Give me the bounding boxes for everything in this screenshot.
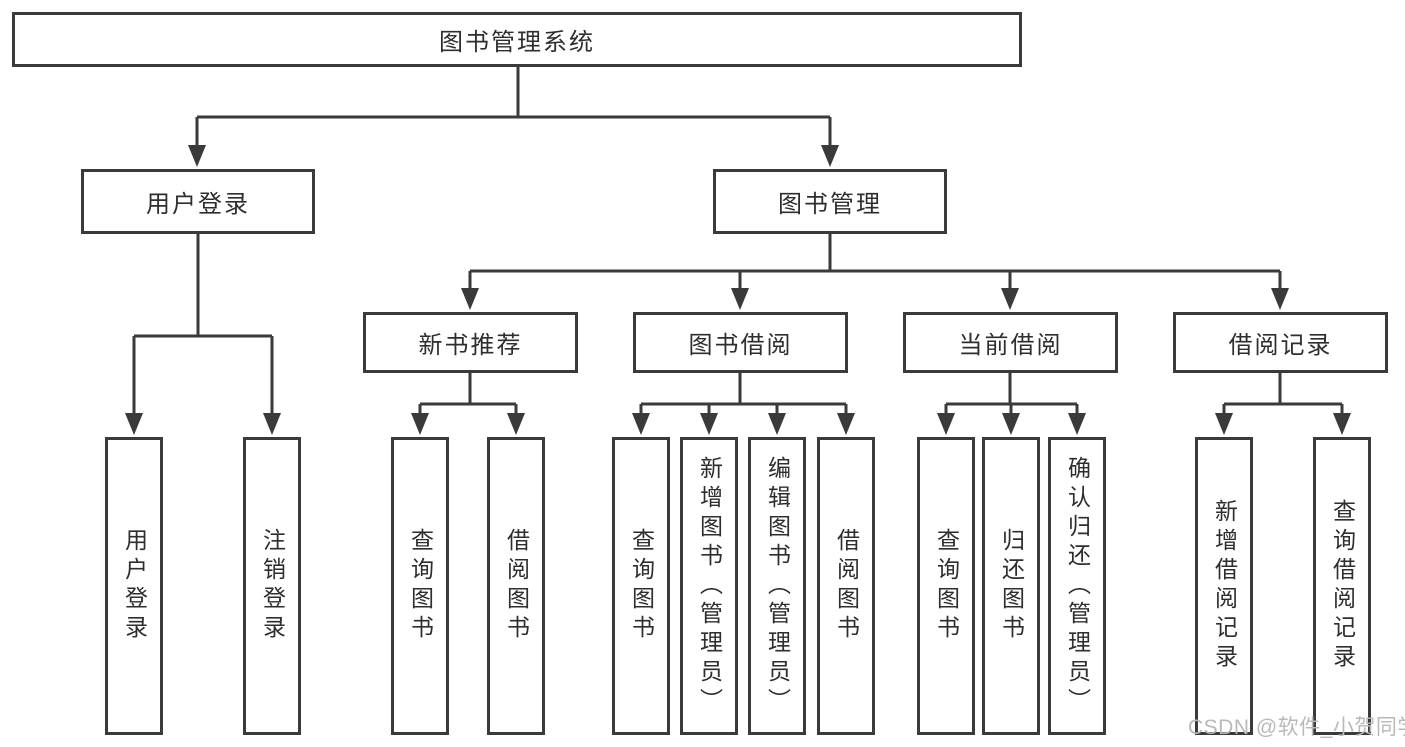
leaf-newbook-borrow-books: 借阅图书 [487,437,545,735]
leaf-logout: 注销登录 [243,437,301,735]
arrowhead-down-icon [1333,413,1351,435]
connector-user-login-branch [125,234,281,435]
arrowhead-down-icon [1002,413,1020,435]
node-current-borrowing: 当前借阅 [903,312,1118,373]
arrowhead-down-icon [1271,288,1289,310]
node-borrowing-records: 借阅记录 [1173,312,1388,373]
leaf-user-login: 用户登录 [105,437,163,735]
arrowhead-down-icon [700,413,718,435]
arrowhead-down-icon [125,413,143,435]
leaf-records-add-borrow-record: 新增借阅记录 [1195,437,1253,735]
connector-book-borrowing-branch [632,373,855,435]
arrowhead-down-icon [937,413,955,435]
leaf-borrowing-edit-books-admin: 编辑图书（管理员） [748,437,806,735]
arrowhead-down-icon [1068,413,1086,435]
connector-book-management-branch [461,234,1289,310]
leaf-borrowing-borrow-books: 借阅图书 [817,437,875,735]
connector-new-book-branch [411,373,525,435]
csdn-watermark: CSDN @软件_小贺同学 [1188,716,1405,739]
arrowhead-down-icon [188,145,206,167]
connector-root-to-level2 [188,67,839,167]
leaf-records-query-borrow-record: 查询借阅记录 [1313,437,1371,735]
leaf-current-return-books: 归还图书 [982,437,1040,735]
node-user-login: 用户登录 [81,169,315,234]
leaf-borrowing-query-books: 查询图书 [612,437,670,735]
arrowhead-down-icon [411,413,429,435]
connector-borrowing-records-branch [1215,373,1351,435]
connector-current-borrowing-branch [937,373,1086,435]
arrowhead-down-icon [632,413,650,435]
node-new-book-recommend: 新书推荐 [363,312,578,373]
arrowhead-down-icon [768,413,786,435]
leaf-current-query-books: 查询图书 [917,437,975,735]
arrowhead-down-icon [1215,413,1233,435]
leaf-newbook-query-books: 查询图书 [391,437,449,735]
leaf-borrowing-add-books-admin: 新增图书（管理员） [680,437,738,735]
node-book-borrowing: 图书借阅 [633,312,848,373]
arrowhead-down-icon [1001,288,1019,310]
arrowhead-down-icon [507,413,525,435]
arrowhead-down-icon [263,413,281,435]
leaf-current-confirm-return-admin: 确认归还（管理员） [1048,437,1106,735]
arrowhead-down-icon [821,145,839,167]
arrowhead-down-icon [731,288,749,310]
node-library-management-system: 图书管理系统 [12,12,1022,67]
arrowhead-down-icon [461,288,479,310]
arrowhead-down-icon [837,413,855,435]
node-book-management: 图书管理 [713,169,947,234]
